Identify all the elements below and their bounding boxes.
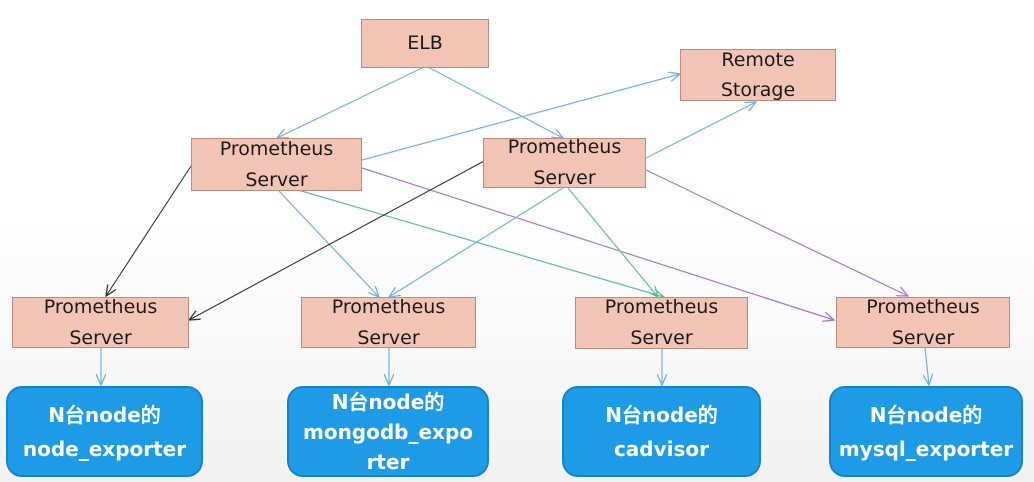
arrow-top-right-to-bottom-server-3 [567, 187, 658, 297]
arrow-top-left-to-bottom-server-2 [277, 189, 379, 297]
exporter-label-line1: N台node的 [48, 402, 161, 427]
exporter-label-line1: N台node的 [869, 402, 983, 427]
prometheus-server-top-right: Prometheus Server [483, 136, 646, 189]
server-label-line1: Prometheus [604, 296, 719, 318]
exporter-label-line1: N台node的 [605, 402, 718, 427]
server-label-line2: Server [245, 168, 308, 191]
prometheus-server-bottom-1: Prometheus Server [12, 296, 189, 349]
server-label-line1: Prometheus [507, 136, 622, 158]
exporter-label-line2: mongodb_expo [302, 419, 474, 444]
remote-storage-label-line2: Storage [720, 79, 796, 101]
exporter-label-line2: node_exporter [22, 436, 187, 461]
arrow-server-top-left-to-remote-storage [361, 74, 680, 161]
prometheus-server-bottom-4: Prometheus Server [836, 296, 1010, 349]
arrow-bottom-server-4-to-exporter [925, 347, 929, 385]
arrow-top-left-to-bottom-server-3 [297, 189, 664, 297]
server-label-line2: Server [69, 326, 132, 349]
arrow-top-left-to-bottom-server-4 [361, 167, 834, 320]
prometheus-server-bottom-3: Prometheus Server [575, 296, 748, 349]
remote-storage-box: Remote Storage [680, 49, 836, 101]
server-label-line2: Server [891, 326, 955, 349]
exporter-cadvisor: N台node的 cadvisor [562, 386, 761, 477]
server-label-line1: Prometheus [866, 295, 980, 318]
server-label-line2: Server [357, 326, 420, 349]
server-label-line1: Prometheus [219, 137, 334, 160]
exporter-node-exporter: N台node的 node_exporter [6, 386, 203, 477]
arrow-elb-to-server-top-right [425, 65, 563, 138]
remote-storage-label-line1: Remote [721, 49, 795, 71]
exporter-label-line2: cadvisor [613, 436, 710, 461]
arrow-server-top-right-to-remote-storage [645, 102, 756, 159]
server-label-line2: Server [533, 167, 596, 189]
arrow-top-right-to-bottom-server-1 [189, 159, 487, 320]
exporter-mysql-exporter: N台node的 mysql_exporter [829, 386, 1023, 477]
exporter-mongodb-exporter: N台node的 mongodb_expo rter [287, 386, 489, 477]
exporter-label-line1: N台node的 [331, 389, 445, 414]
server-label-line1: Prometheus [331, 295, 446, 318]
exporter-label-line3: rter [366, 449, 410, 474]
arrow-top-left-to-bottom-server-1 [106, 165, 192, 296]
elb-label: ELB [407, 32, 443, 54]
exporter-label-line2: mysql_exporter [838, 436, 1014, 461]
server-label-line2: Server [630, 327, 693, 349]
arrow-top-right-to-bottom-server-4 [645, 169, 908, 296]
prometheus-server-top-left: Prometheus Server [191, 138, 362, 191]
prometheus-server-bottom-2: Prometheus Server [301, 296, 476, 349]
arrow-top-right-to-bottom-server-2 [389, 187, 564, 297]
server-label-line1: Prometheus [43, 295, 158, 318]
elb-box: ELB [361, 19, 489, 68]
arrow-elb-to-server-top-left [277, 65, 427, 138]
